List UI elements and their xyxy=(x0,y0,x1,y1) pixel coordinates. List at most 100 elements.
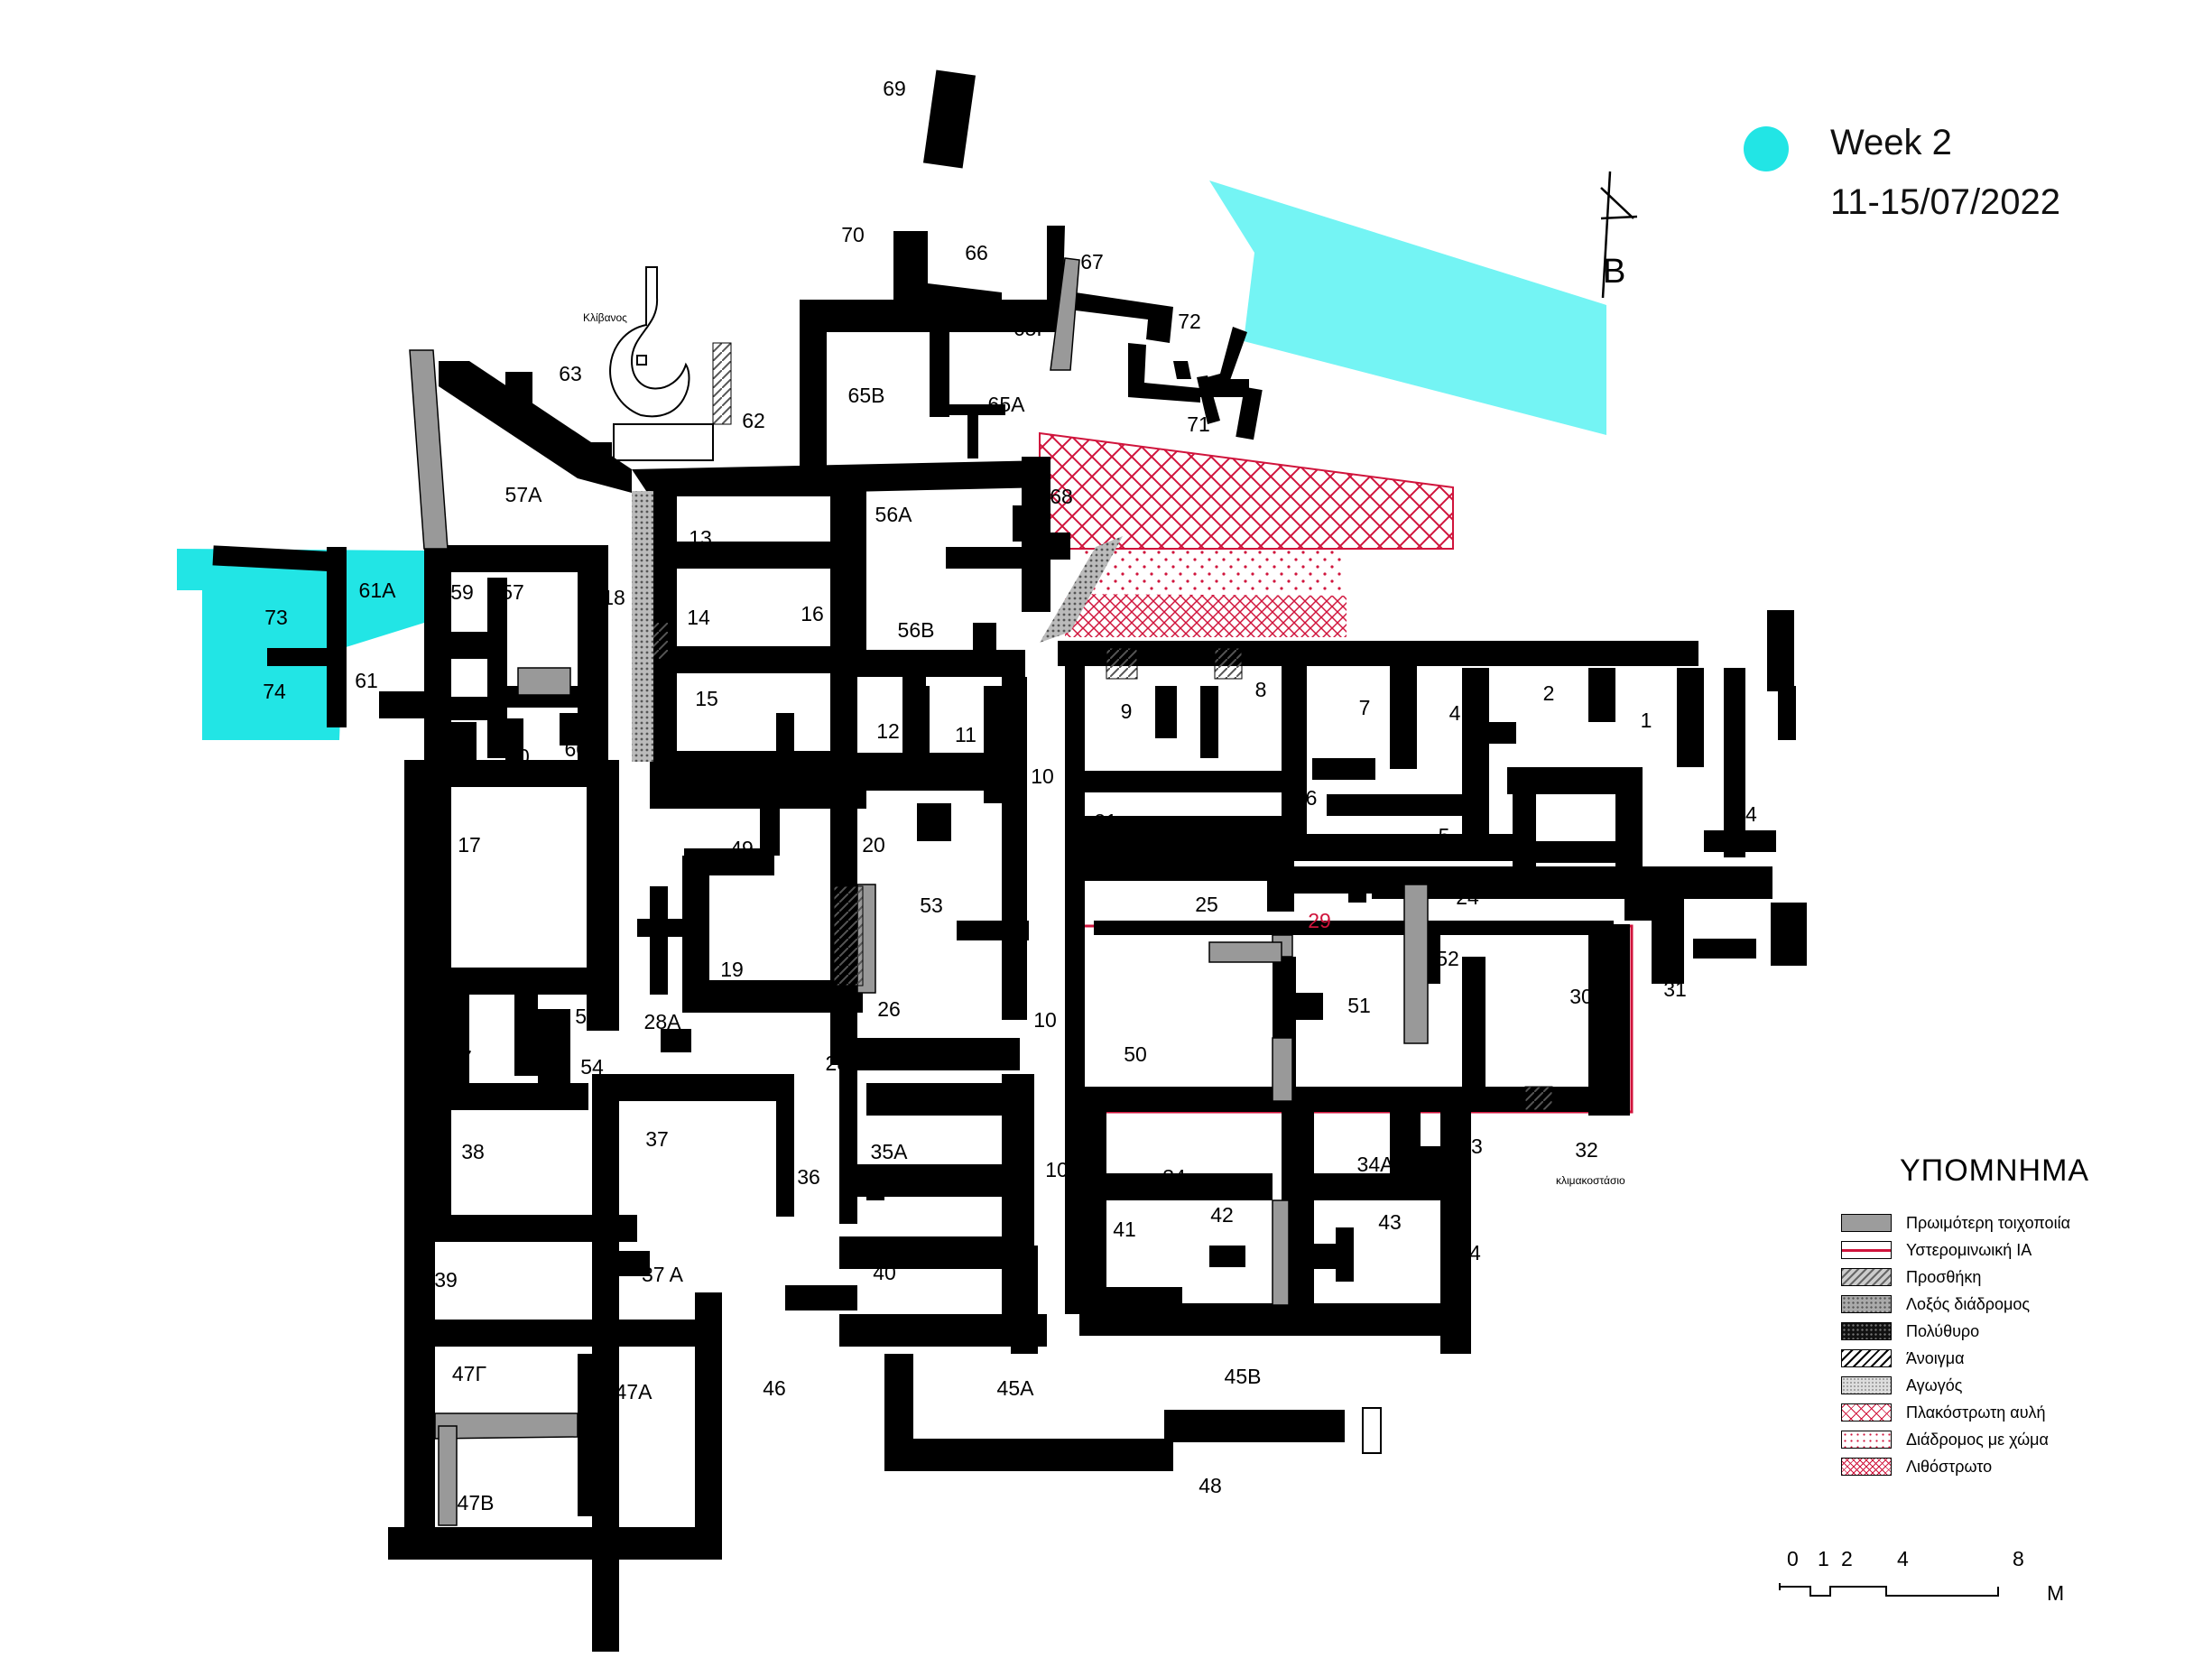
legend-swatch xyxy=(1841,1349,1892,1367)
room-label: 3 xyxy=(1522,813,1533,837)
room-label: 28Α xyxy=(644,1010,682,1033)
room-label: 28Β xyxy=(826,1051,863,1075)
room-label: 56Α xyxy=(875,503,913,526)
legend-swatch xyxy=(1841,1376,1892,1394)
room-label: 64 xyxy=(1734,802,1757,826)
room-label: 17 xyxy=(458,833,481,857)
room-label: 35Α xyxy=(871,1140,909,1163)
legend-label: Πολύθυρο xyxy=(1906,1321,1980,1340)
room-label: 48 xyxy=(1199,1474,1222,1497)
room-label: 69 xyxy=(883,77,906,100)
room-label: 70 xyxy=(841,223,865,246)
room-label: 37 Α xyxy=(642,1263,684,1286)
legend-item: Διάδρομος με χώμα xyxy=(1841,1426,2070,1453)
legend-swatch xyxy=(1841,1458,1892,1476)
legend-swatch xyxy=(1841,1268,1892,1286)
room-label: 25Β xyxy=(979,1093,1016,1116)
room-label: 32 xyxy=(1575,1138,1598,1162)
room-label: 12 xyxy=(876,719,900,743)
legend-item: Πλακόστρωτη αυλή xyxy=(1841,1399,2070,1426)
staircase-note: κλιμακοστάσιο xyxy=(1556,1174,1625,1187)
legend-swatch xyxy=(1841,1322,1892,1340)
legend-item: Πολύθυρο xyxy=(1841,1318,2070,1345)
lm-ia-boundary xyxy=(1078,924,1634,1114)
room-label: 22 xyxy=(1324,835,1347,858)
legend-swatch xyxy=(1841,1214,1892,1232)
scale-tick-1: 1 xyxy=(1818,1547,1829,1570)
room-label: 10 xyxy=(1045,1158,1069,1181)
room-label: 27 xyxy=(449,1046,472,1070)
room-label: 46 xyxy=(763,1376,786,1400)
room-label: 68 xyxy=(1050,485,1073,508)
room-label: 2 xyxy=(1543,681,1555,705)
room-label: 11 xyxy=(955,723,976,746)
room-label: 60Α xyxy=(565,737,603,761)
week-label: Week 2 xyxy=(1830,123,1952,162)
room-label: 37 xyxy=(645,1127,669,1151)
north-label: B xyxy=(1603,253,1626,291)
legend-swatch xyxy=(1841,1431,1892,1449)
room-label: 24 xyxy=(1456,885,1479,909)
scale-unit: M xyxy=(2047,1581,2065,1605)
legend-item: Πρωιμότερη τοιχοποιία xyxy=(1841,1209,2070,1236)
room-label: 23 xyxy=(1665,871,1689,894)
room-label: 7 xyxy=(1359,696,1371,719)
room-label: 40 xyxy=(873,1261,896,1284)
room-label: 57 xyxy=(501,580,524,604)
scale-line xyxy=(1779,1583,1999,1597)
legend-item: Άνοιγμα xyxy=(1841,1345,2070,1372)
room-label: 14 xyxy=(687,606,710,629)
room-label: 19 xyxy=(720,958,744,981)
date-label: 11-15/07/2022 xyxy=(1830,182,2061,222)
room-label: 45Α xyxy=(997,1376,1035,1400)
scale-tick-8: 8 xyxy=(2013,1547,2024,1570)
room-label: 18 xyxy=(602,586,625,609)
week2-highlight-areas xyxy=(177,181,1606,740)
legend-item: Προσθήκη xyxy=(1841,1264,2070,1291)
room-label: 34Α xyxy=(1357,1153,1395,1176)
room-label: 10 xyxy=(1031,764,1054,788)
room-label: 61 xyxy=(355,669,378,692)
scale-tick-2: 2 xyxy=(1841,1547,1853,1570)
room-label: 29 xyxy=(1308,909,1331,932)
room-label: 67 xyxy=(1080,250,1104,273)
room-label: 25 xyxy=(1195,893,1218,916)
earlier-walls xyxy=(409,257,1429,1526)
room-label: 65Γ xyxy=(1013,317,1049,340)
room-label: 43 xyxy=(1378,1210,1402,1234)
room-label: 5 xyxy=(1439,824,1450,847)
legend-swatch xyxy=(1841,1295,1892,1313)
room-label: 26 xyxy=(877,997,901,1021)
legend-label: Λοξός διάδρομος xyxy=(1906,1294,2031,1313)
legend-swatch xyxy=(1841,1403,1892,1422)
room-label: 56Β xyxy=(898,618,935,642)
room-label: 9 xyxy=(1121,699,1133,723)
room-label: 36 xyxy=(797,1165,820,1189)
kiln xyxy=(609,266,714,461)
room-label: 47Β xyxy=(458,1491,495,1514)
room-label: 71 xyxy=(1187,412,1210,436)
paved-courtyard-zones xyxy=(1039,431,1454,637)
room-label: 49 xyxy=(730,837,754,860)
room-label: 39 xyxy=(434,1268,458,1292)
room-label: 74 xyxy=(263,680,286,703)
highlight-area-east xyxy=(1209,181,1606,435)
room-label: 60 xyxy=(506,745,530,768)
highlight-area-west xyxy=(177,549,424,740)
room-label: 52 xyxy=(1436,947,1459,970)
scale-bar: 0 1 2 4 8 M xyxy=(1779,1547,2064,1605)
room-label: 33 xyxy=(1459,1134,1483,1158)
week-highlight-swatch xyxy=(1744,126,1789,171)
room-label: 4 xyxy=(1449,701,1461,725)
legend-item: Αγωγός xyxy=(1841,1372,2070,1399)
kiln-note: Κλίβανος xyxy=(583,311,627,324)
legend-swatch xyxy=(1841,1241,1892,1259)
room-label: 42 xyxy=(1210,1203,1234,1227)
room-label: 16 xyxy=(801,602,824,625)
legend-label: Αγωγός xyxy=(1906,1375,1963,1394)
scale-tick-4: 4 xyxy=(1897,1547,1909,1570)
room-label: 20 xyxy=(862,833,885,857)
north-arrow xyxy=(1600,171,1638,299)
